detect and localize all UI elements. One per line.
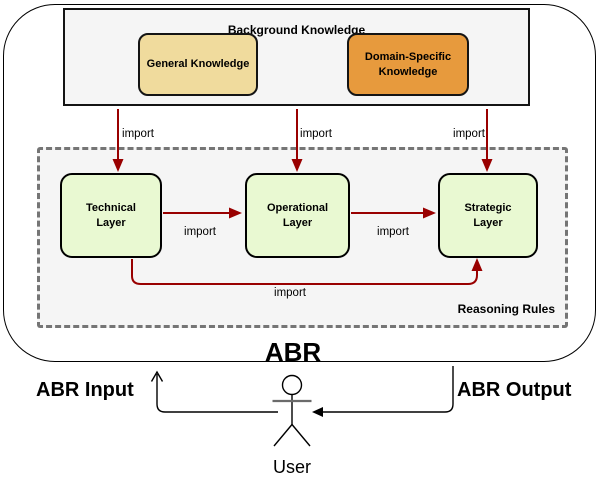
user-label: User	[272, 457, 312, 477]
technical-layer-node: Technical Layer	[60, 173, 162, 258]
abr-input-line	[156, 374, 278, 413]
strategic-layer-label: Strategic Layer	[464, 201, 512, 229]
strategic-layer-node: Strategic Layer	[438, 173, 538, 258]
arrowhead-left-icon	[312, 407, 323, 417]
import-edge-label: import	[300, 128, 332, 140]
domain-specific-knowledge-node: Domain-Specific Knowledge	[347, 33, 469, 96]
abr-output-label: ABR Output	[457, 379, 572, 401]
reasoning-rules-label: Reasoning Rules	[457, 302, 555, 316]
user-head	[281, 374, 303, 396]
abr-input-label: ABR Input	[36, 379, 134, 401]
user-leg-left	[273, 424, 293, 447]
operational-layer-node: Operational Layer	[245, 173, 350, 258]
technical-layer-label: Technical Layer	[86, 201, 136, 229]
general-knowledge-label: General Knowledge	[146, 58, 250, 71]
import-edge-label: import	[453, 128, 485, 140]
import-edge-label: import	[274, 287, 306, 299]
user-leg-right	[291, 424, 311, 447]
abr-label: ABR	[264, 337, 322, 367]
import-edge-label: import	[377, 226, 409, 238]
import-edge-label: import	[184, 226, 216, 238]
background-knowledge-title: Background Knowledge	[227, 23, 366, 37]
import-edge-label: import	[122, 128, 154, 140]
general-knowledge-node: General Knowledge	[138, 33, 258, 96]
arrowhead-up-icon	[150, 370, 164, 382]
user-figure-icon	[272, 374, 312, 447]
domain-specific-knowledge-label: Domain-Specific Knowledge	[364, 51, 452, 78]
abr-output-line	[316, 366, 454, 413]
operational-layer-label: Operational Layer	[266, 201, 329, 229]
